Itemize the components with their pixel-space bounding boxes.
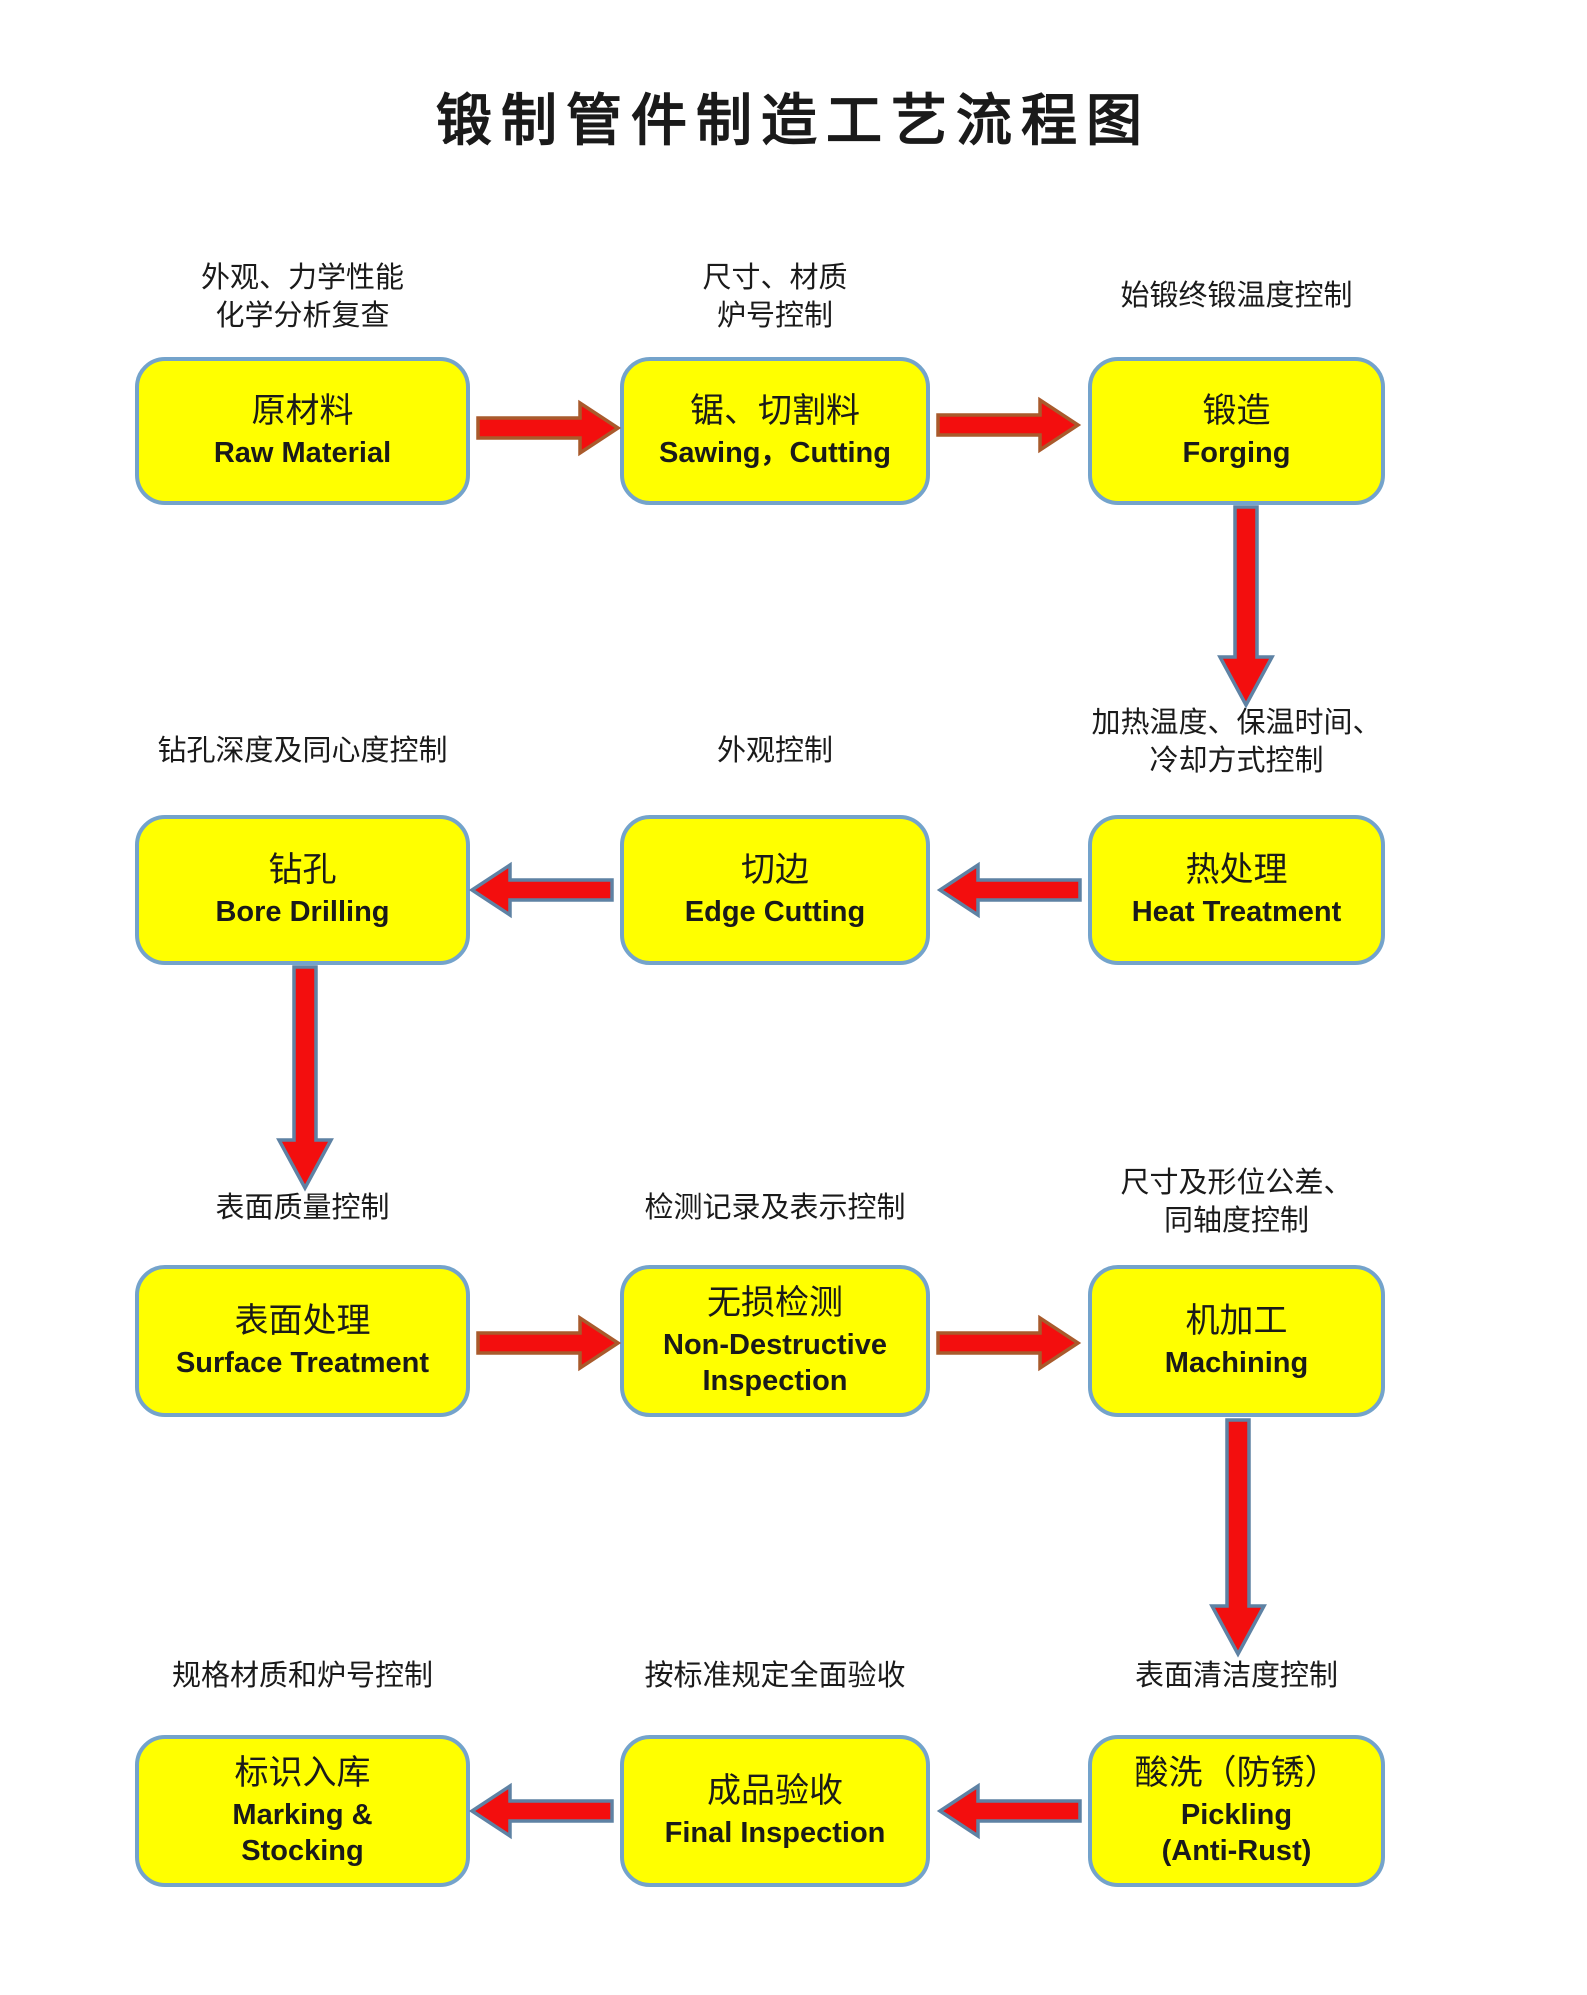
box-cn-label: 酸洗（防锈）	[1134, 1755, 1339, 1793]
box-en-label: Edge Cutting	[684, 896, 866, 929]
box-raw-material: 原材料 Raw Material	[135, 357, 470, 505]
node-heat-treatment: 加热温度、保温时间、 冷却方式控制 热处理 Heat Treatment	[1088, 707, 1385, 965]
annotation-sawing-cutting: 尺寸、材质 炉号控制	[702, 262, 848, 332]
arrow-heat-treatment-to-edge-cutting	[936, 861, 1082, 919]
box-bore-drilling: 钻孔 Bore Drilling	[135, 815, 470, 965]
box-en-label: Pickling (Anti-Rust)	[1161, 1798, 1312, 1868]
annotation-edge-cutting: 外观控制	[716, 735, 834, 767]
box-en-label: Non-Destructive Inspection	[663, 1328, 887, 1398]
arrow-forging-to-heat-treatment	[1217, 505, 1275, 709]
arrow-final-inspection-to-marking-stocking	[468, 1782, 614, 1840]
box-sawing-cutting: 锯、切割料 Sawing，Cutting	[620, 357, 930, 505]
annotation-bore-drilling: 钻孔深度及同心度控制	[157, 735, 448, 767]
node-surface-treatment: 表面质量控制 表面处理 Surface Treatment	[135, 1192, 470, 1417]
box-en-label: Raw Material	[213, 437, 392, 470]
box-cn-label: 热处理	[1185, 852, 1288, 890]
box-cn-label: 机加工	[1185, 1303, 1288, 1341]
arrow-machining-to-pickling	[1209, 1418, 1267, 1658]
box-en-label: Bore Drilling	[215, 896, 390, 929]
node-forging: 始锻终锻温度控制 锻造 Forging	[1088, 280, 1385, 505]
annotation-forging: 始锻终锻温度控制	[1120, 280, 1353, 312]
node-marking-stocking: 规格材质和炉号控制 标识入库 Marking & Stocking	[135, 1660, 470, 1887]
annotation-surface-treatment: 表面质量控制	[215, 1192, 390, 1224]
node-edge-cutting: 外观控制 切边 Edge Cutting	[620, 735, 930, 965]
box-surface-treatment: 表面处理 Surface Treatment	[135, 1265, 470, 1417]
annotation-marking-stocking: 规格材质和炉号控制	[171, 1660, 434, 1692]
box-en-label: Heat Treatment	[1131, 896, 1342, 929]
box-cn-label: 标识入库	[234, 1755, 371, 1793]
node-non-destructive-inspection: 检测记录及表示控制 无损检测 Non-Destructive Inspectio…	[620, 1192, 930, 1417]
box-non-destructive-inspection: 无损检测 Non-Destructive Inspection	[620, 1265, 930, 1417]
annotation-final-inspection: 按标准规定全面验收	[644, 1660, 906, 1692]
box-machining: 机加工 Machining	[1088, 1265, 1385, 1417]
box-forging: 锻造 Forging	[1088, 357, 1385, 505]
box-cn-label: 表面处理	[234, 1303, 371, 1341]
node-pickling: 表面清洁度控制 酸洗（防锈） Pickling (Anti-Rust)	[1088, 1660, 1385, 1887]
box-cn-label: 锯、切割料	[690, 393, 860, 431]
box-en-label: Final Inspection	[664, 1817, 886, 1850]
annotation-non-destructive-inspection: 检测记录及表示控制	[644, 1192, 906, 1224]
box-cn-label: 切边	[741, 852, 809, 890]
box-cn-label: 无损检测	[707, 1285, 843, 1323]
node-final-inspection: 按标准规定全面验收 成品验收 Final Inspection	[620, 1660, 930, 1887]
arrow-surface-treatment-to-non-destructive-inspection	[476, 1314, 622, 1372]
box-cn-label: 成品验收	[707, 1773, 843, 1811]
box-cn-label: 钻孔	[268, 852, 337, 890]
node-raw-material: 外观、力学性能 化学分析复查 原材料 Raw Material	[135, 262, 470, 505]
arrow-edge-cutting-to-bore-drilling	[468, 861, 614, 919]
arrow-non-destructive-inspection-to-machining	[936, 1314, 1082, 1372]
arrow-sawing-cutting-to-forging	[936, 396, 1082, 454]
box-heat-treatment: 热处理 Heat Treatment	[1088, 815, 1385, 965]
annotation-machining: 尺寸及形位公差、 同轴度控制	[1120, 1167, 1353, 1237]
arrow-bore-drilling-to-surface-treatment	[276, 965, 334, 1192]
box-en-label: Machining	[1164, 1347, 1309, 1380]
arrow-pickling-to-final-inspection	[936, 1782, 1082, 1840]
box-en-label: Marking & Stocking	[232, 1798, 373, 1868]
node-sawing-cutting: 尺寸、材质 炉号控制 锯、切割料 Sawing，Cutting	[620, 262, 930, 505]
page-title: 锻制管件制造工艺流程图	[436, 91, 1151, 153]
box-en-label: Surface Treatment	[175, 1347, 430, 1380]
box-final-inspection: 成品验收 Final Inspection	[620, 1735, 930, 1887]
box-pickling: 酸洗（防锈） Pickling (Anti-Rust)	[1088, 1735, 1385, 1887]
annotation-raw-material: 外观、力学性能 化学分析复查	[200, 262, 405, 332]
arrow-raw-material-to-sawing-cutting	[476, 399, 622, 457]
node-bore-drilling: 钻孔深度及同心度控制 钻孔 Bore Drilling	[135, 735, 470, 965]
box-en-label: Sawing，Cutting	[659, 437, 891, 470]
box-en-label: Forging	[1182, 437, 1291, 470]
annotation-pickling: 表面清洁度控制	[1134, 1660, 1339, 1692]
annotation-heat-treatment: 加热温度、保温时间、 冷却方式控制	[1091, 707, 1382, 777]
box-marking-stocking: 标识入库 Marking & Stocking	[135, 1735, 470, 1887]
box-cn-label: 锻造	[1202, 393, 1271, 431]
node-machining: 尺寸及形位公差、 同轴度控制 机加工 Machining	[1088, 1167, 1385, 1417]
box-edge-cutting: 切边 Edge Cutting	[620, 815, 930, 965]
box-cn-label: 原材料	[251, 393, 354, 431]
